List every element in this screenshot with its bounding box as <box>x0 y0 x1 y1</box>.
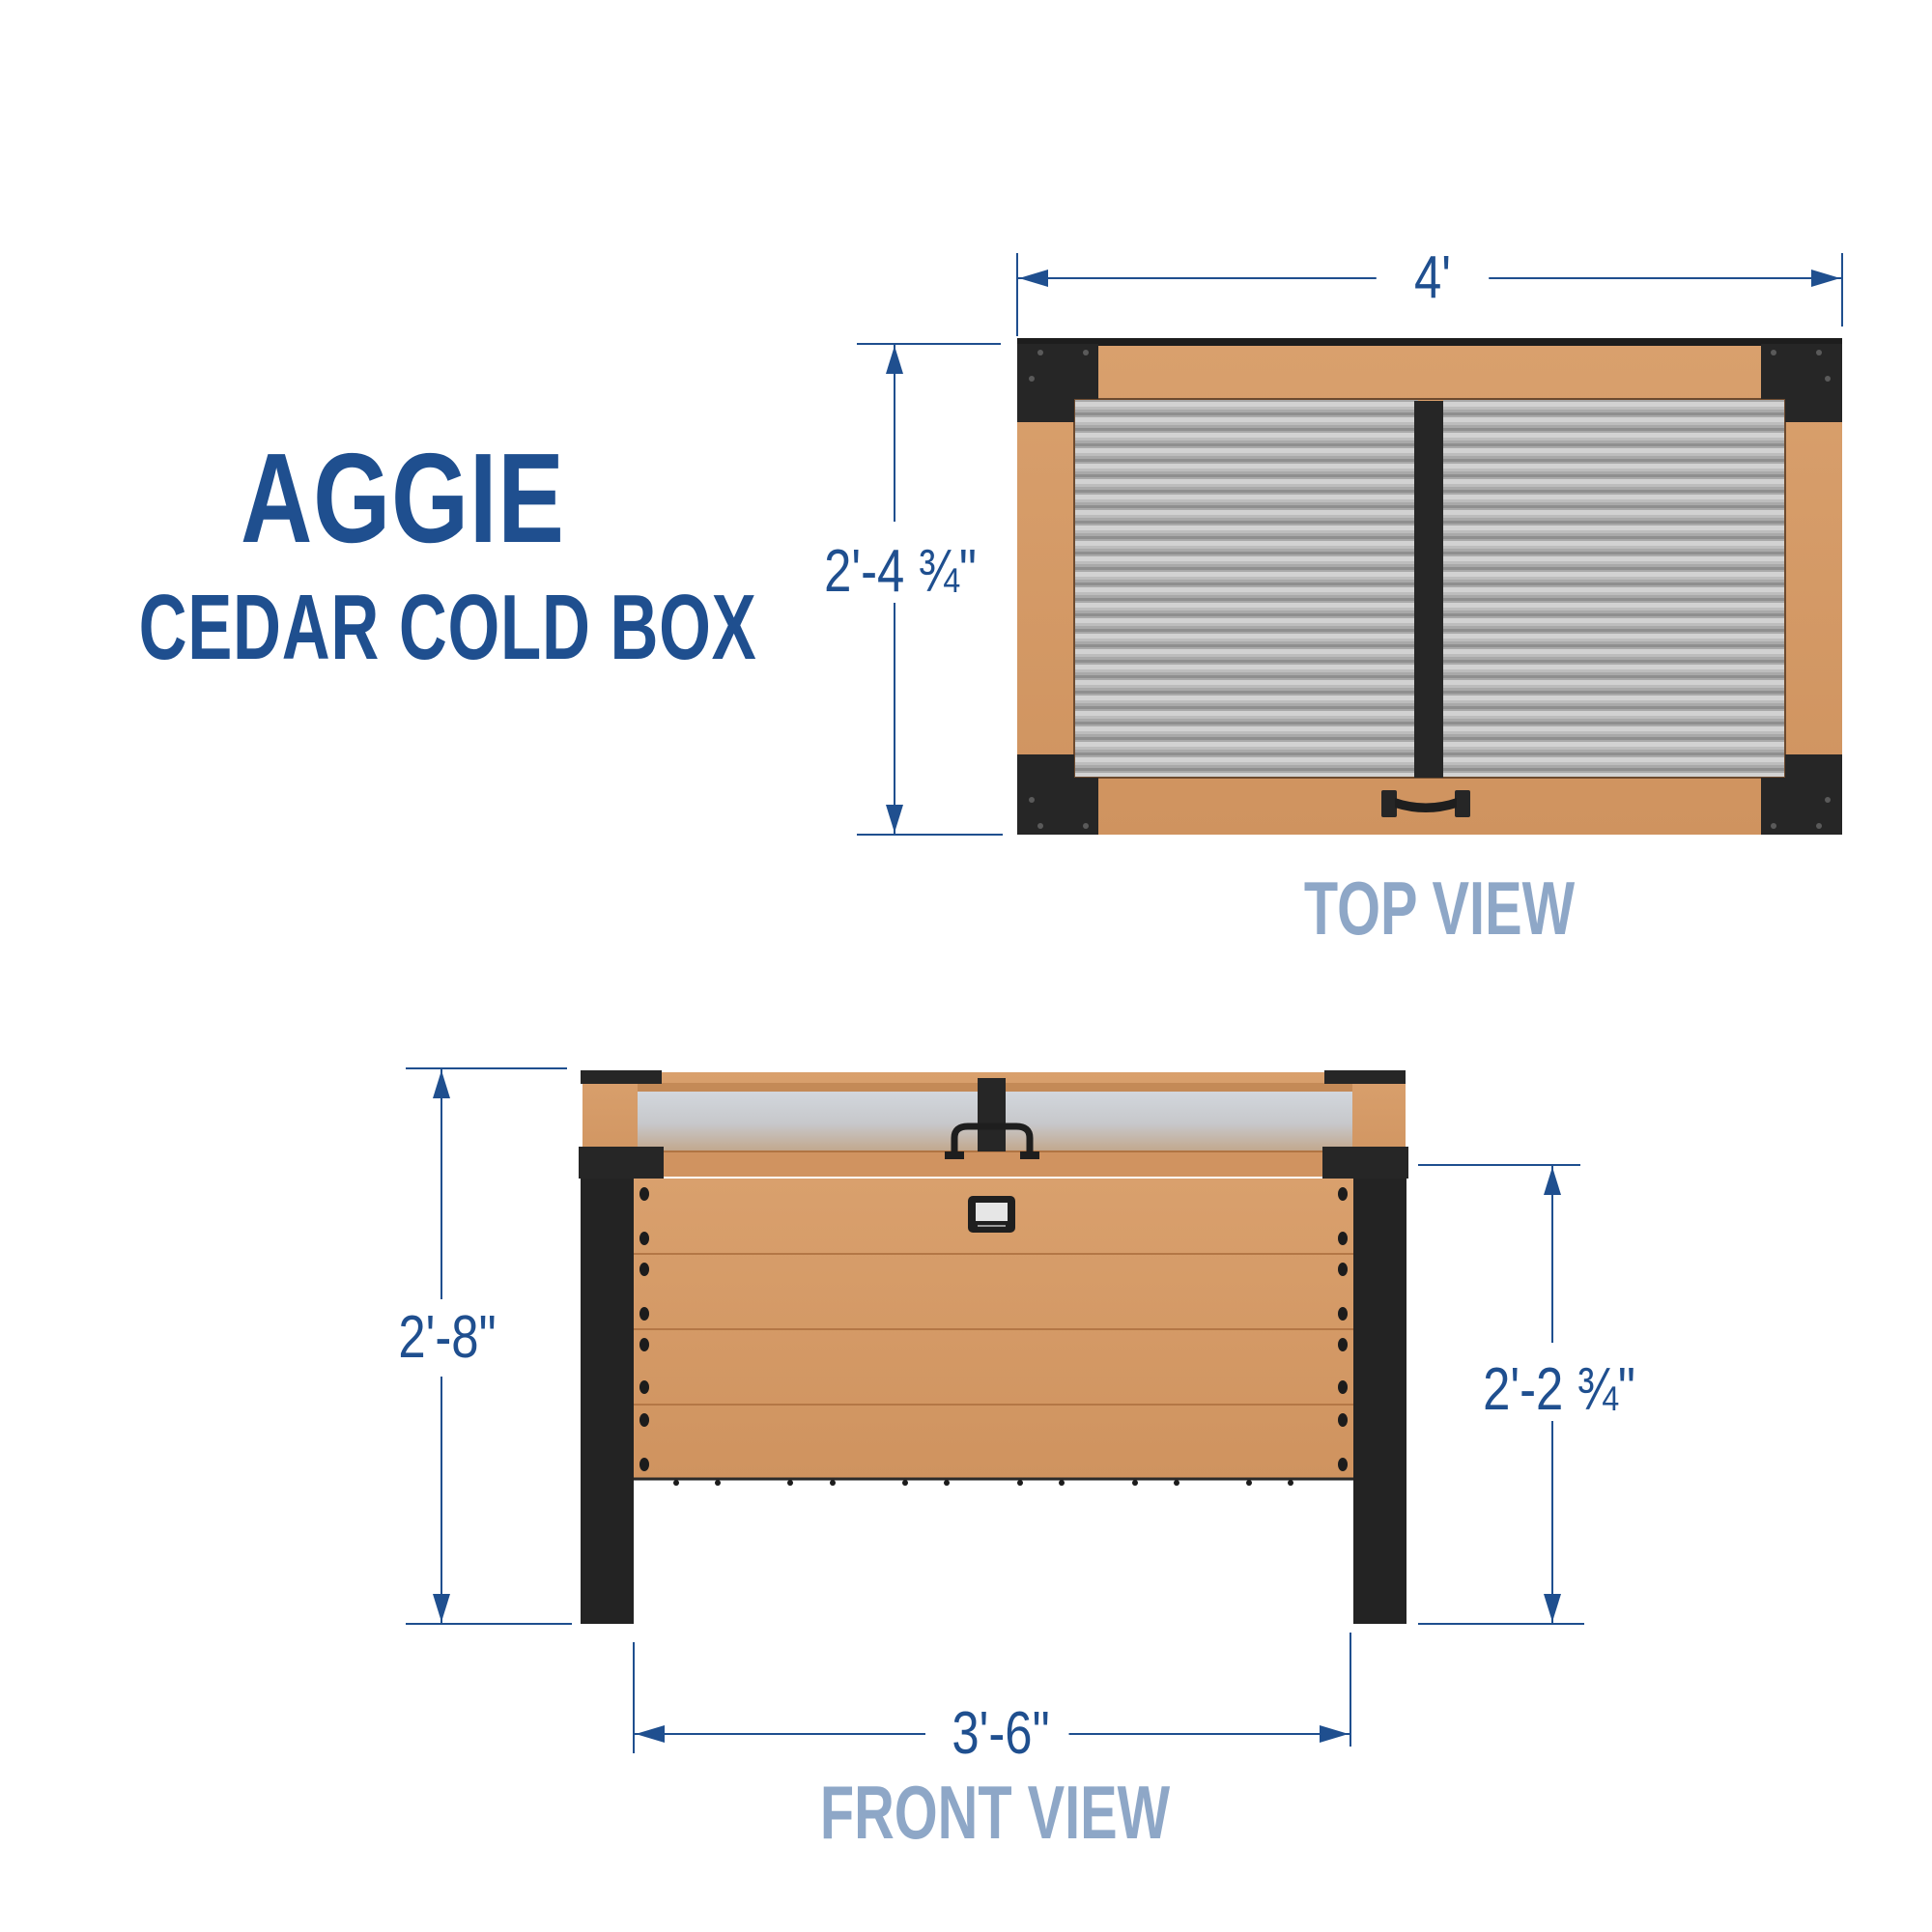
top-view-center-strap <box>1414 401 1443 778</box>
front-view-width-label: 3'-6" <box>932 1703 1069 1765</box>
front-view-overall-height-label: 2'-8" <box>375 1307 520 1369</box>
top-view-depth-label: 2'-4 ¾" <box>795 541 1006 603</box>
top-view-label: TOP VIEW <box>1303 866 1576 951</box>
brand-badge-icon <box>968 1196 1015 1233</box>
product-subtitle: CEDAR COLD BOX <box>138 576 757 679</box>
front-view-left-leg <box>581 1179 634 1624</box>
top-view-right-pane <box>1443 399 1785 778</box>
front-view-center-strap <box>978 1078 1006 1151</box>
top-view-dimension-lines <box>857 253 1843 836</box>
front-view-lid-handle-icon <box>951 1122 1034 1157</box>
front-view-label: FRONT VIEW <box>819 1770 1171 1855</box>
corner-bracket-icon <box>1017 344 1098 422</box>
corner-bracket-icon <box>1761 344 1842 422</box>
front-view-dimension-lines <box>406 1067 1584 1753</box>
front-view-right-leg <box>1353 1179 1406 1624</box>
corner-bracket-icon <box>1761 754 1842 835</box>
front-view-drawing <box>579 1070 1408 1624</box>
bolt-icons <box>639 1187 1348 1471</box>
product-title: AGGIE <box>241 427 565 569</box>
top-view-hinge-strip <box>1017 338 1842 346</box>
front-view-body-height-label: 2'-2 ¾" <box>1453 1359 1665 1421</box>
top-view-left-pane <box>1074 399 1418 778</box>
top-view-drawing <box>1017 338 1842 835</box>
top-view-handle-icon <box>1381 790 1470 817</box>
corner-bracket-icon <box>1017 754 1098 835</box>
top-view-width-label: 4' <box>1376 247 1490 309</box>
